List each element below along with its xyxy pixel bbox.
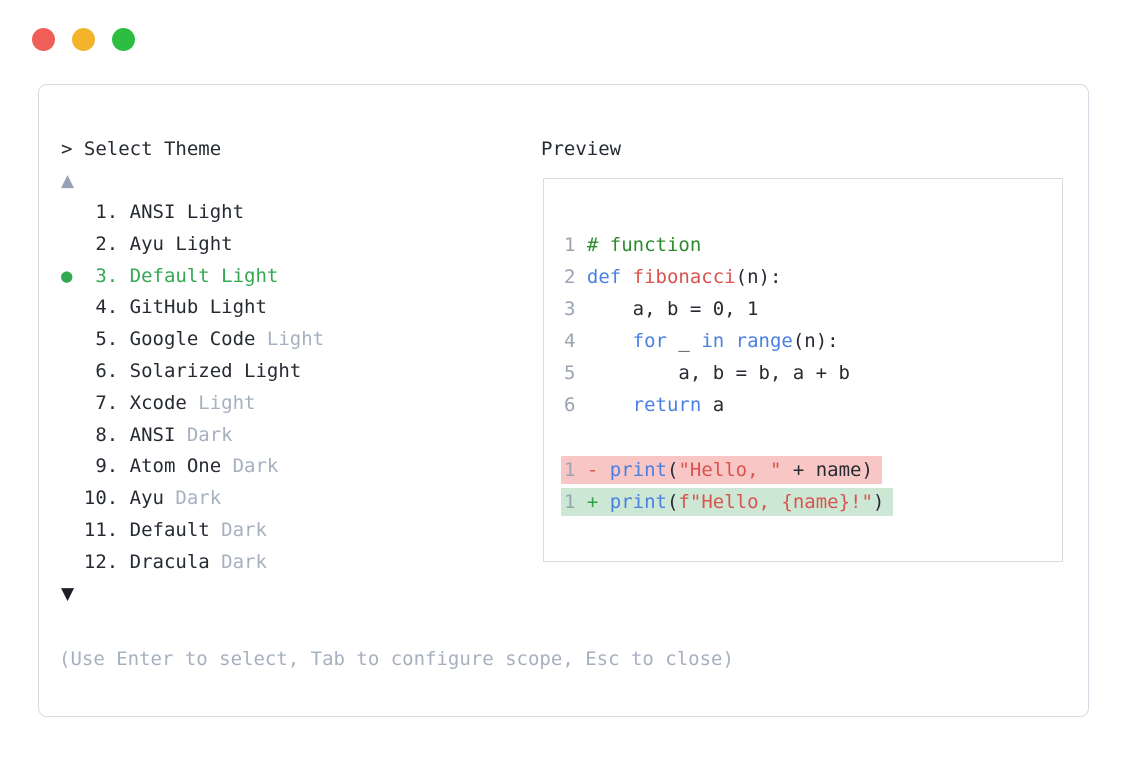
theme-item-label: 1. ANSI Light: [61, 201, 245, 223]
preview-title: Preview: [541, 138, 622, 160]
theme-item-label: 2. Ayu Light: [61, 232, 233, 255]
theme-item-11[interactable]: 11. Default Dark: [61, 515, 324, 547]
theme-item-5[interactable]: 5. Google Code Light: [61, 324, 324, 356]
code-line: 6 return a: [564, 394, 725, 416]
minimize-button[interactable]: [72, 28, 95, 51]
help-text: (Use Enter to select, Tab to configure s…: [59, 648, 734, 670]
line-number: 4: [564, 330, 587, 352]
scroll-up-icon[interactable]: ▲: [61, 171, 75, 191]
code-line: 4 for _ in range(n):: [564, 330, 839, 352]
code-line: 3 a, b = 0, 1: [564, 298, 759, 320]
theme-item-variant: Dark: [221, 455, 279, 478]
theme-item-6[interactable]: 6. Solarized Light: [61, 356, 324, 388]
theme-item-1[interactable]: 1. ANSI Light: [61, 197, 324, 229]
line-number: 2: [564, 266, 587, 288]
theme-item-label: 7. Xcode: [61, 391, 187, 414]
diff-line-added: 1 + print(f"Hello, {name}!"): [561, 485, 1062, 517]
theme-item-variant: Light: [255, 328, 325, 351]
code-line: 5 a, b = b, a + b: [564, 362, 850, 384]
theme-item-label: ● 3. Default Light: [61, 264, 279, 287]
theme-item-12[interactable]: 12. Dracula Dark: [61, 547, 324, 579]
select-theme-prompt: > Select Theme: [61, 138, 222, 160]
diff-highlight-added: 1 + print(f"Hello, {name}!"): [561, 487, 894, 516]
theme-item-10[interactable]: 10. Ayu Dark: [61, 483, 324, 515]
theme-item-8[interactable]: 8. ANSI Dark: [61, 420, 324, 452]
theme-item-label: 5. Google Code: [61, 328, 256, 351]
theme-selector-panel: > Select Theme Preview ▲ 1. ANSI Light 2…: [38, 84, 1089, 717]
code-line: 1 # function: [564, 234, 702, 256]
scroll-down-icon[interactable]: ▼: [61, 584, 75, 604]
theme-list: 1. ANSI Light 2. Ayu Light ● 3. Default L…: [61, 197, 324, 579]
theme-item-label: 4. GitHub Light: [61, 296, 267, 319]
line-number: 1: [564, 490, 576, 513]
line-number: 3: [564, 298, 587, 320]
theme-item-variant: Dark: [175, 423, 233, 446]
close-button[interactable]: [32, 28, 55, 51]
maximize-button[interactable]: [112, 28, 135, 51]
theme-item-label: 12. Dracula: [61, 550, 210, 573]
window-controls: [32, 28, 135, 51]
line-number: 5: [564, 362, 587, 384]
code-preview: 1 # function 2 def fibonacci(n): 3 a, b = …: [544, 179, 1062, 517]
theme-item-variant: Light: [186, 391, 256, 414]
theme-item-label: 8. ANSI: [61, 423, 176, 446]
diff-highlight-removed: 1 - print("Hello, " + name): [561, 455, 882, 484]
theme-item-3[interactable]: ● 3. Default Light: [61, 261, 324, 293]
diff-line-removed: 1 - print("Hello, " + name): [561, 453, 1062, 485]
theme-item-variant: Dark: [209, 518, 267, 541]
theme-item-4[interactable]: 4. GitHub Light: [61, 292, 324, 324]
theme-item-variant: Dark: [209, 550, 267, 573]
theme-item-label: 10. Ayu: [61, 487, 164, 510]
theme-item-label: 9. Atom One: [61, 455, 222, 478]
line-number: 6: [564, 394, 587, 416]
code-blank-line: [564, 421, 1062, 453]
line-number: 1: [564, 234, 587, 256]
theme-item-variant: Dark: [163, 487, 222, 510]
theme-item-9[interactable]: 9. Atom One Dark: [61, 451, 324, 483]
theme-item-7[interactable]: 7. Xcode Light: [61, 388, 324, 420]
theme-item-label: 11. Default: [61, 518, 210, 541]
preview-box: 1 # function 2 def fibonacci(n): 3 a, b = …: [543, 178, 1063, 562]
theme-item-2[interactable]: 2. Ayu Light: [61, 229, 324, 261]
line-number: 1: [564, 458, 576, 481]
code-line: 2 def fibonacci(n):: [564, 266, 782, 288]
diff-sign: +: [575, 490, 610, 513]
theme-item-label: 6. Solarized Light: [61, 359, 302, 382]
diff-sign: -: [575, 458, 610, 481]
